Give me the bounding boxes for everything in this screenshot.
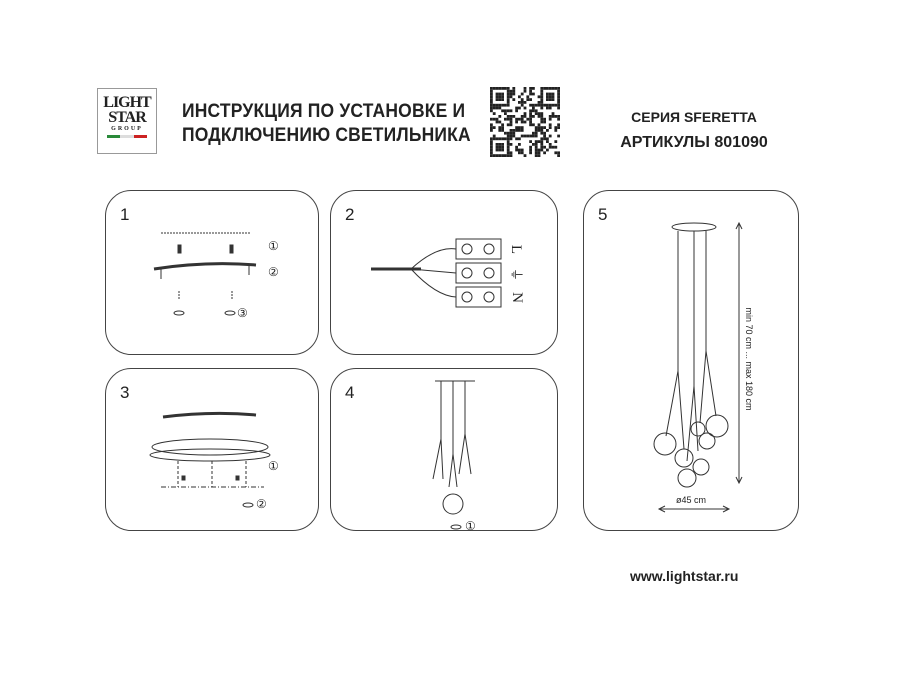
- logo-line1: LIGHT: [103, 94, 151, 111]
- article-number: АРТИКУЛЫ 801090: [620, 134, 768, 151]
- step-number: 5: [598, 205, 608, 224]
- diameter-dimension-label: ø45 cm: [676, 495, 707, 505]
- title-line2: ПОДКЛЮЧЕНИЮ СВЕТИЛЬНИКА: [182, 125, 471, 146]
- document-title: ИНСТРУКЦИЯ ПО УСТАНОВКЕ И ПОДКЛЮЧЕНИЮ СВ…: [182, 100, 471, 148]
- terminal-label-ground: ⏚: [509, 267, 525, 282]
- canopy-mount-diagram: [149, 411, 271, 508]
- step-mark: ②: [256, 497, 267, 511]
- luminaire-dimensions-diagram: [653, 221, 743, 513]
- step-1-panel: 1 ① ② ③: [105, 190, 319, 355]
- terminal-label-live: L: [508, 244, 525, 255]
- qr-code: [490, 87, 560, 157]
- ceiling-bracket-diagram: [153, 232, 257, 316]
- brand-logo: LIGHT STAR GROUP: [97, 88, 157, 154]
- height-dimension-label: min 70 cm ... max 180 cm: [744, 307, 754, 411]
- terminal-label-neutral: N: [508, 292, 525, 303]
- series-name: СЕРИЯ SFERETTA: [631, 109, 757, 125]
- step-number: 4: [345, 383, 355, 402]
- shade-attach-diagram: [432, 380, 475, 530]
- series-info: СЕРИЯ SFERETTA АРТИКУЛЫ 801090: [614, 104, 774, 156]
- step-mark: ①: [268, 239, 279, 253]
- step-number: 3: [120, 383, 130, 402]
- step-mark: ③: [237, 306, 248, 320]
- wiring-diagram: [371, 238, 502, 308]
- step-4-panel: 4 ①: [330, 368, 558, 533]
- step-number: 1: [120, 205, 130, 224]
- step-mark: ②: [268, 265, 279, 279]
- step-mark: ①: [268, 459, 279, 473]
- logo-line3: GROUP: [111, 126, 143, 132]
- website-url[interactable]: www.lightstar.ru: [630, 568, 739, 584]
- logo-line2: STAR: [108, 109, 147, 126]
- step-mark: ①: [465, 519, 476, 533]
- step-5-panel: 5 min 70 cm ... max 180 cm ø45 cm: [583, 190, 799, 531]
- step-3-panel: 3 ① ②: [105, 368, 319, 531]
- step-2-panel: 2 L ⏚ N: [330, 190, 558, 355]
- italian-flag-stripe: [107, 135, 147, 138]
- title-line1: ИНСТРУКЦИЯ ПО УСТАНОВКЕ И: [182, 101, 466, 122]
- step-number: 2: [345, 205, 355, 224]
